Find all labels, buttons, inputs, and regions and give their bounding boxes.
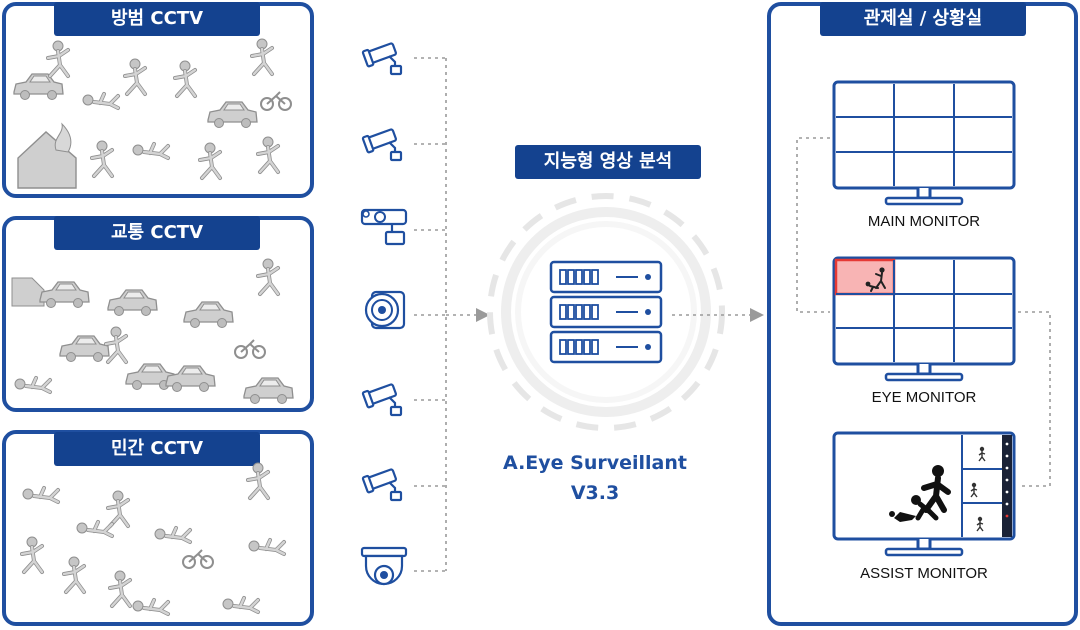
arrow-to-control-room xyxy=(750,308,764,322)
main-monitor-icon xyxy=(832,80,1016,206)
control-room-tag: 관제실 / 상황실 xyxy=(820,2,1026,36)
traffic-incidents xyxy=(11,257,294,405)
server-stack-icon xyxy=(549,260,663,364)
source-tag-security: 방범 CCTV xyxy=(54,2,260,36)
eye-monitor-icon xyxy=(832,256,1016,382)
bullet-camera-icon-3 xyxy=(361,382,403,417)
eye-monitor-label: EYE MONITOR xyxy=(871,389,977,406)
arrow-to-analysis xyxy=(476,308,490,322)
private-incidents xyxy=(20,461,286,616)
camera-connectors xyxy=(414,57,478,572)
camera-column xyxy=(360,41,408,586)
bullet-camera-icon-1 xyxy=(361,41,403,76)
source-tag-traffic: 교통 CCTV xyxy=(54,216,260,250)
security-incidents xyxy=(13,37,292,189)
assist-monitor-icon xyxy=(832,431,1016,557)
dome-camera-icon xyxy=(360,546,408,586)
analysis-tag: 지능형 영상 분석 xyxy=(515,145,701,179)
monitor-connectors xyxy=(796,137,1051,487)
fisheye-camera-icon xyxy=(364,290,406,330)
product-title: A.Eye Surveillant V3.3 xyxy=(490,448,700,508)
assist-monitor-label: ASSIST MONITOR xyxy=(860,565,988,582)
product-name: A.Eye Surveillant xyxy=(503,452,687,474)
analysis-rings xyxy=(487,193,725,431)
bullet-camera-icon-2 xyxy=(361,127,403,162)
source-tag-private: 민간 CCTV xyxy=(54,432,260,466)
box-camera-icon xyxy=(360,208,408,246)
main-monitor-label: MAIN MONITOR xyxy=(867,213,981,230)
product-version: V3.3 xyxy=(570,482,620,504)
bullet-camera-icon-4 xyxy=(361,467,403,502)
